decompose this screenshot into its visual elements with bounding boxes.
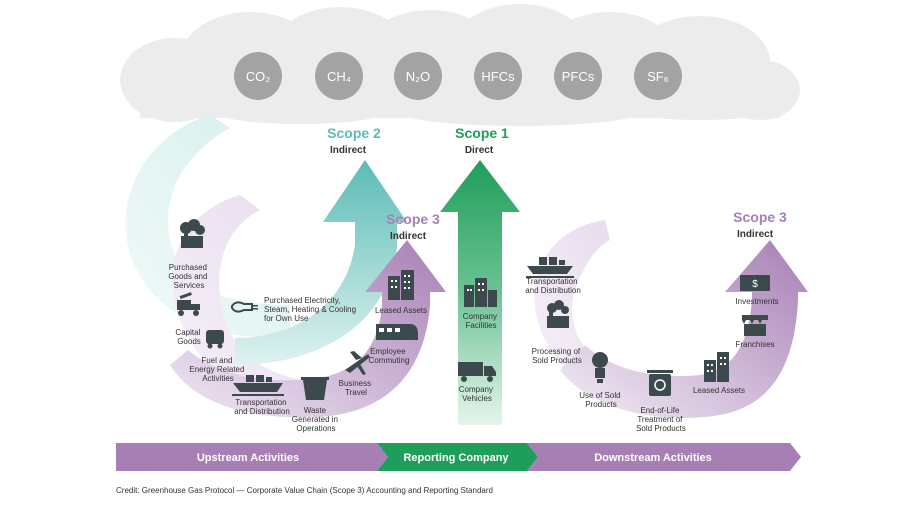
company-vehicles-label: Company Vehicles	[459, 385, 495, 403]
purple-swoosh-back-left	[172, 195, 305, 402]
downstream-leased-assets-label: Leased Assets	[693, 386, 745, 395]
clouds	[120, 4, 800, 126]
downstream-building-icon	[704, 352, 729, 382]
scope1-subtitle: Direct	[465, 145, 494, 156]
reporting-bar-segment	[377, 443, 538, 471]
storefront-icon	[742, 315, 768, 336]
scope1-title: Scope 1	[455, 125, 509, 141]
downstream-transportation-label: Transportation and Distribution	[525, 277, 581, 295]
employee-commuting-label: Employee Commuting	[369, 347, 410, 365]
scope2-arrow	[235, 160, 407, 365]
investments-label: Investments	[735, 297, 778, 306]
gas-circle-sf6	[634, 52, 682, 100]
credit-caption: Credit: Greenhouse Gas Protocol — Corpor…	[116, 486, 493, 495]
scope2-subtitle: Indirect	[330, 145, 367, 156]
gas-n2o: N₂O	[406, 69, 431, 84]
upstream-transportation-label: Transportation and Distribution	[234, 398, 290, 416]
delivery-truck-icon	[458, 362, 496, 382]
processing-factory-icon	[547, 300, 569, 328]
processing-label: Processing of Sold Products	[532, 347, 583, 365]
gas-circle-n2o	[394, 52, 442, 100]
company-building-icon	[464, 278, 497, 307]
business-travel-label: Business Travel	[339, 379, 374, 397]
upstream-bar-segment	[116, 443, 388, 471]
value-chain-bar: Upstream Activities Reporting Company Do…	[116, 443, 801, 471]
scope3-upstream-title: Scope 3	[386, 211, 440, 227]
capital-goods-label: Capital Goods	[175, 328, 202, 346]
gas-circle-ch4	[315, 52, 363, 100]
purchased-goods-label: Purchased Goods and Services	[168, 263, 209, 290]
recycle-bin-icon	[647, 370, 673, 396]
upstream-activities-label: Upstream Activities	[197, 452, 299, 464]
scope3-upstream-arrow	[170, 240, 446, 418]
gas-circle-hfcs	[474, 52, 522, 100]
gas-pfcs: PFCs	[562, 69, 595, 84]
light-bulb-icon	[592, 352, 608, 383]
gas-circles: CO₂ CH₄ N₂O HFCs PFCs SF₆	[234, 52, 682, 100]
dumpster-icon	[301, 377, 329, 400]
upstream-leased-assets-label: Leased Assets	[375, 306, 427, 315]
reporting-company-label: Reporting Company	[403, 452, 509, 464]
gas-hfcs: HFCs	[481, 69, 515, 84]
cargo-ship-icon	[232, 375, 284, 396]
scope3-downstream-title: Scope 3	[733, 209, 787, 225]
fuel-tank-icon	[206, 330, 224, 349]
end-of-life-label: End-of-Life Treatment of Sold Products	[636, 406, 686, 433]
waste-label: Waste Generated in Operations	[292, 406, 341, 433]
airplane-icon	[345, 351, 370, 375]
scope3-downstream-subtitle: Indirect	[737, 229, 774, 240]
downstream-cargo-ship-icon	[526, 257, 574, 278]
downstream-activities-label: Downstream Activities	[594, 452, 712, 464]
scope2-title: Scope 2	[327, 125, 381, 141]
scope3-upstream-subtitle: Indirect	[390, 231, 427, 242]
gas-ch4: CH₄	[327, 69, 351, 84]
money-icon: $	[740, 275, 770, 291]
power-plug-icon	[231, 301, 258, 313]
gas-co2: CO₂	[246, 69, 271, 84]
gas-circle-pfcs	[554, 52, 602, 100]
factory-icon	[180, 219, 205, 248]
gas-circle-co2	[234, 52, 282, 100]
fuel-energy-label: Fuel and Energy Related Activities	[189, 356, 246, 383]
truck-icon	[177, 292, 200, 316]
office-building-icon	[388, 270, 414, 300]
franchises-label: Franchises	[735, 340, 774, 349]
teal-swoosh-back	[125, 115, 290, 337]
train-icon	[376, 324, 418, 340]
purchased-electricity-label: Purchased Electricity, Steam, Heating & …	[264, 296, 358, 323]
use-of-sold-products-label: Use of Sold Products	[579, 391, 623, 409]
downstream-bar-segment	[527, 443, 801, 471]
company-facilities-label: Company Facilities	[463, 312, 499, 330]
gas-sf6: SF₆	[647, 69, 669, 84]
svg-text:$: $	[752, 279, 758, 290]
